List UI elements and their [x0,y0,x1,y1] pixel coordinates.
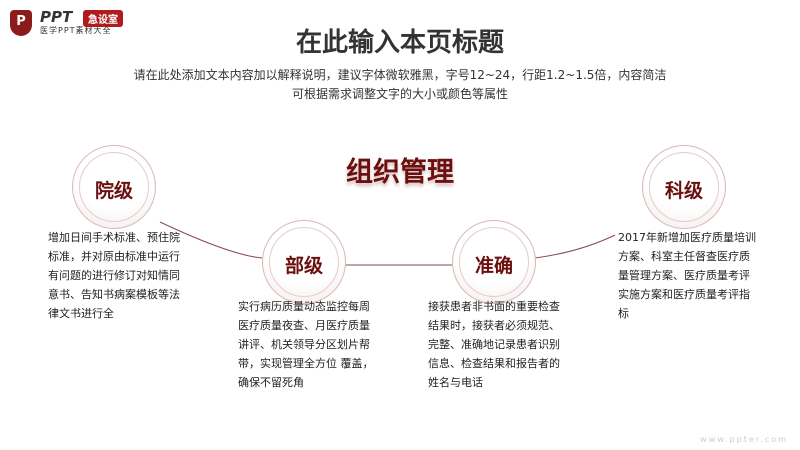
node-label: 部级 [284,255,323,277]
node-circle-zhunque: 准确 [452,220,536,304]
node-circle-buji: 部级 [262,220,346,304]
node-description: 2017年新增加医疗质量培训方案、科室主任督查医疗质量管理方案、医疗质量考评实施… [618,231,756,320]
logo-brand: PPT [40,8,73,26]
watermark: www.ppter.com [700,435,788,444]
node-description: 实行病历质量动态监控每周医疗质量夜查、月医疗质量讲评、机关领导分区划片帮带，实现… [238,300,374,389]
logo-badge: 急设室 [83,10,123,27]
node-description: 增加日间手术标准、预住院标准，并对原由标准中运行有问题的进行修订对知情同意书、告… [48,231,180,320]
page-title: 在此输入本页标题 [295,28,504,58]
node-circle-keji: 科级 [642,145,726,229]
node-circle-yuanji: 院级 [72,145,156,229]
node-description: 接获患者非书面的重要检查结果时，接获者必须规范、完整、准确地记录患者识别信息、检… [428,300,560,389]
node-label: 院级 [94,180,133,202]
node-label: 准确 [474,255,513,277]
logo: P PPT 急设室 医学PPT素材大全 [8,8,158,38]
node-label: 科级 [664,180,703,202]
subtitle-line-1: 请在此处添加文本内容加以解释说明，建议字体微软雅黑，字号12~24，行距1.2~… [133,68,667,82]
shield-p-icon: P [10,10,32,36]
subtitle-line-2: 可根据需求调整文字的大小或颜色等属性 [291,87,508,101]
logo-subtitle: 医学PPT素材大全 [40,26,112,35]
center-title: 组织管理 [346,157,454,188]
